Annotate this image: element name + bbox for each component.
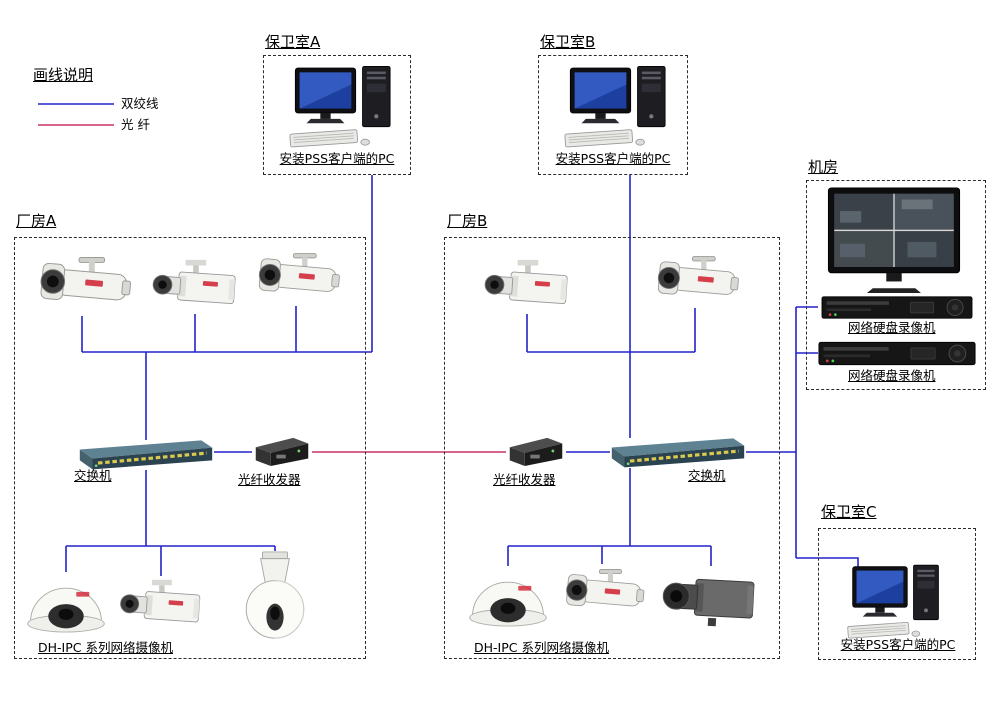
nvr-2-label: 网络硬盘录像机 xyxy=(848,368,936,383)
bullet-camera-icon xyxy=(552,566,652,622)
factory-a-box xyxy=(14,237,366,659)
legend-title: 画线说明 xyxy=(33,66,94,84)
fiber-transceiver-icon xyxy=(252,432,312,468)
legend-item-twisted-pair: 双绞线 xyxy=(121,96,159,111)
guard-room-a-pc-label: 安装PSS客户端的PC xyxy=(279,151,395,166)
factory-b-transceiver-label: 光纤收发器 xyxy=(493,472,556,487)
dome-camera-icon xyxy=(466,568,550,630)
fiber-transceiver-icon xyxy=(506,432,566,468)
guard-room-a-box xyxy=(263,55,411,175)
guard-room-b-title: 保卫室B xyxy=(540,33,596,51)
factory-b-title: 厂房B xyxy=(447,212,488,230)
guard-room-a-title: 保卫室A xyxy=(265,33,321,51)
bullet-camera-icon xyxy=(645,253,745,311)
nvr-1-label: 网络硬盘录像机 xyxy=(848,320,936,335)
nvr-icon xyxy=(818,340,976,367)
factory-a-switch-label: 交换机 xyxy=(74,468,112,483)
bullet-camera-icon xyxy=(246,250,346,308)
box-camera-icon xyxy=(478,258,576,316)
factory-a-cameras-label: DH-IPC 系列网络摄像机 xyxy=(38,640,173,655)
factory-b-box xyxy=(444,237,780,659)
guard-room-c-pc-label: 安装PSS客户端的PC xyxy=(840,637,956,652)
bullet-camera-icon xyxy=(28,253,136,319)
network-switch-icon xyxy=(78,438,214,470)
nvr-icon xyxy=(818,295,976,320)
legend-item-fiber: 光 纤 xyxy=(121,117,150,132)
factory-a-title: 厂房A xyxy=(16,212,57,230)
guard-room-c-title: 保卫室C xyxy=(821,503,877,521)
guard-room-c-box xyxy=(818,528,976,660)
box-camera-large-lens-icon xyxy=(660,568,762,630)
box-camera-icon xyxy=(146,258,244,316)
pc-workstation-icon xyxy=(838,562,950,640)
factory-b-cameras-label: DH-IPC 系列网络摄像机 xyxy=(474,640,609,655)
quad-view-monitor-icon xyxy=(824,186,964,294)
dome-camera-icon xyxy=(24,574,108,636)
guard-room-b-box xyxy=(538,55,688,175)
ptz-dome-camera-icon xyxy=(240,550,310,642)
box-camera-icon xyxy=(112,578,210,634)
machine-room-box xyxy=(806,180,986,390)
factory-b-switch-label: 交换机 xyxy=(688,468,726,483)
network-switch-icon xyxy=(610,436,746,468)
machine-room-title: 机房 xyxy=(808,158,839,176)
pc-workstation-icon xyxy=(560,62,672,150)
guard-room-b-pc-label: 安装PSS客户端的PC xyxy=(555,151,671,166)
pc-workstation-icon xyxy=(285,62,397,150)
factory-a-transceiver-label: 光纤收发器 xyxy=(238,472,301,487)
